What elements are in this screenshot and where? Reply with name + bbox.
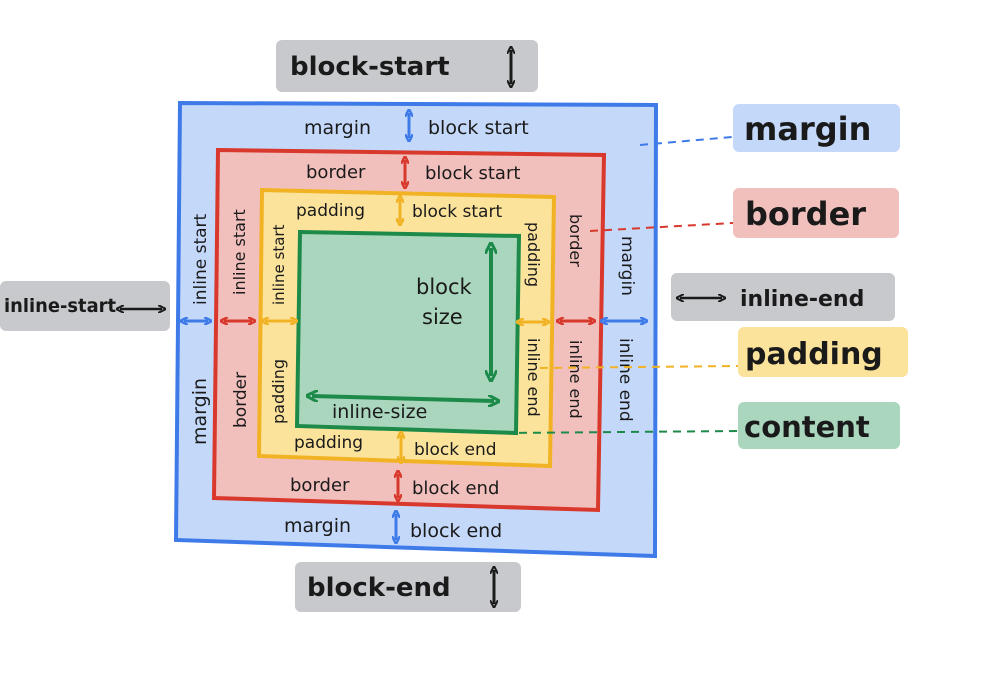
legend-margin-bg [733,104,900,152]
content-box [294,229,522,436]
padding-right-label: padding inline end [520,222,546,417]
margin-leader-line [639,136,733,146]
margin-right-label: margin inline end [604,236,644,422]
legend-content-label: content [744,410,870,444]
padding-left-name: padding [269,359,288,424]
margin-top-name: margin [304,117,371,139]
padding-top-label: padding block start [296,199,502,222]
border-leader-line [589,222,734,232]
block-end-tag-bg [295,562,521,612]
content-block-size: block size [416,248,491,376]
legend-padding-bg [738,327,908,377]
margin-left-name: margin [189,378,211,445]
padding-bottom-side: block end [414,440,497,460]
margin-bottom-name: margin [284,515,351,537]
inline-size-arrow-icon [312,396,494,401]
border-left-side: inline start [230,209,249,295]
padding-right-side: inline end [524,338,543,417]
legend-padding: padding [738,327,908,377]
padding-left-label: padding inline start [265,224,294,424]
padding-left-side: inline start [270,224,288,305]
margin-left-label: margin inline start [184,213,211,445]
border-right-label: border inline end [560,214,592,419]
border-left-label: border inline start [224,209,252,428]
legend-border-label: border [745,195,866,233]
border-top-side: block start [425,163,520,184]
border-left-name: border [231,372,251,428]
inline-size-label: inline-size [332,401,427,423]
legend-padding-label: padding [745,337,883,372]
inline-end-label: inline-end [740,287,864,312]
padding-leader-line [539,365,739,369]
padding-right-name: padding [524,222,543,287]
margin-bottom-label: margin block end [284,514,502,542]
margin-top-label: margin block start [304,113,529,139]
inline-start-tag: inline-start [0,281,170,331]
border-right-side: inline end [566,340,585,419]
inline-start-label: inline-start [4,295,116,317]
legend-border: border [733,188,899,238]
block-size-line1: block [416,275,473,299]
legend-content: content [738,402,900,449]
block-start-tag: block-start [276,40,538,92]
padding-bottom-label: padding block end [294,433,497,460]
legend-margin: margin [733,104,900,152]
margin-right-side: inline end [615,338,635,422]
content-area [294,229,522,436]
content-inline-size: inline-size [312,396,494,423]
block-size-line2: size [422,305,463,329]
content-leader-line [504,430,739,434]
legend-border-bg [733,188,899,238]
legend-margin-label: margin [744,110,871,148]
padding-bottom-name: padding [294,433,363,453]
border-bottom-name: border [290,475,350,496]
border-right-name: border [566,214,585,267]
border-bottom-side: block end [412,478,499,499]
margin-bottom-side: block end [410,520,502,542]
margin-right-name: margin [617,236,637,296]
margin-left-side: inline start [191,213,211,305]
block-end-tag: block-end [295,562,521,612]
inline-start-tag-bg [0,281,170,331]
padding-top-name: padding [296,201,365,221]
legend-content-bg [738,402,900,449]
margin-top-side: block start [428,117,529,139]
border-top-label: border block start [306,160,520,185]
border-bottom-label: border block end [290,474,499,499]
inline-end-tag: inline-end [671,273,895,321]
inline-end-tag-bg [671,273,895,321]
block-start-tag-bg [276,40,538,92]
block-start-label: block-start [290,52,450,82]
block-end-label: block-end [307,573,451,603]
padding-top-side: block start [412,202,502,222]
border-top-name: border [306,162,366,183]
